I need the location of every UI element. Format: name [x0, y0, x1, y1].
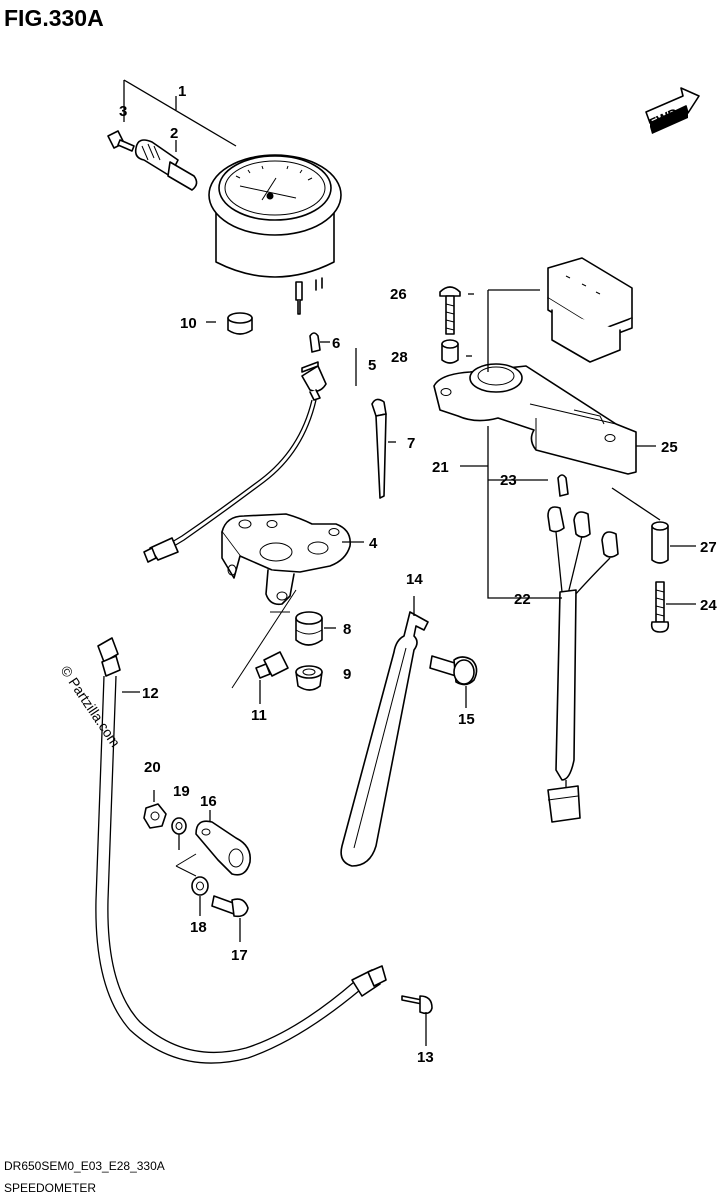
spacer-part-27 — [651, 521, 669, 564]
nut-part-20 — [143, 803, 167, 829]
screw-part-26 — [439, 286, 461, 335]
callout-21: 21 — [432, 459, 449, 476]
speedometer-cable-part-12 — [95, 637, 387, 1064]
callout-2: 2 — [170, 125, 178, 142]
nut-part-9 — [295, 665, 323, 691]
callout-labels: 1 2 3 4 5 6 7 8 9 10 11 12 13 14 15 16 1… — [119, 83, 717, 1066]
bolt-part-15 — [429, 655, 478, 686]
grommet-part-10 — [227, 312, 253, 335]
bulb-socket-part-5-6 — [143, 332, 327, 563]
callout-17: 17 — [231, 947, 248, 964]
cable-tie-part-7 — [371, 398, 387, 499]
bulb-part-23 — [557, 474, 569, 497]
rubber-mount-part-8 — [295, 611, 323, 646]
callout-25: 25 — [661, 439, 678, 456]
callout-19: 19 — [173, 783, 190, 800]
callout-15: 15 — [458, 711, 475, 728]
screw-part-24 — [650, 581, 670, 633]
callout-8: 8 — [343, 621, 351, 638]
section-name: SPEEDOMETER — [4, 1181, 96, 1195]
callout-16: 16 — [200, 793, 217, 810]
bracket-part-4 — [221, 513, 352, 606]
callout-23: 23 — [500, 472, 517, 489]
model-code: DR650SEM0_E03_E28_330A — [4, 1159, 165, 1173]
hose-guide-part-14 — [340, 611, 429, 867]
bolt-part-11 — [255, 651, 289, 679]
callout-4: 4 — [369, 535, 378, 552]
speedometer-assembly — [208, 154, 342, 315]
wiring-harness-part-22 — [547, 506, 619, 823]
callout-11: 11 — [251, 707, 267, 724]
cable-clamp-part-16 — [195, 820, 252, 876]
callout-3: 3 — [119, 103, 127, 120]
knob-part-2 — [134, 139, 198, 191]
callout-10: 10 — [180, 315, 197, 332]
screw-part-13 — [401, 995, 433, 1015]
callout-20: 20 — [144, 759, 161, 776]
callout-7: 7 — [407, 435, 415, 452]
callout-5: 5 — [368, 357, 376, 374]
callout-12: 12 — [142, 685, 159, 702]
callout-9: 9 — [343, 666, 351, 683]
callout-28: 28 — [391, 349, 408, 366]
bolt-part-17 — [211, 895, 249, 918]
washer-part-19 — [171, 817, 187, 835]
washer-part-18 — [191, 876, 209, 896]
callout-24: 24 — [700, 597, 717, 614]
callout-27: 27 — [700, 539, 717, 556]
callout-22: 22 — [514, 591, 531, 608]
collar-part-28 — [441, 339, 459, 364]
indicator-panel-part-25 — [547, 257, 633, 363]
callout-1: 1 — [178, 83, 186, 100]
callout-26: 26 — [390, 286, 407, 303]
callout-18: 18 — [190, 919, 207, 936]
screw-part-3 — [107, 130, 135, 152]
fwd-arrow-icon: FWD — [645, 87, 700, 134]
callout-6: 6 — [332, 335, 340, 352]
figure-title: FIG.330A — [4, 5, 104, 31]
callout-14: 14 — [406, 571, 423, 588]
callout-13: 13 — [417, 1049, 434, 1066]
watermark: © Partzilla.com — [58, 663, 124, 750]
leader-lines — [122, 79, 696, 1046]
indicator-housing-part-25 — [433, 363, 637, 475]
